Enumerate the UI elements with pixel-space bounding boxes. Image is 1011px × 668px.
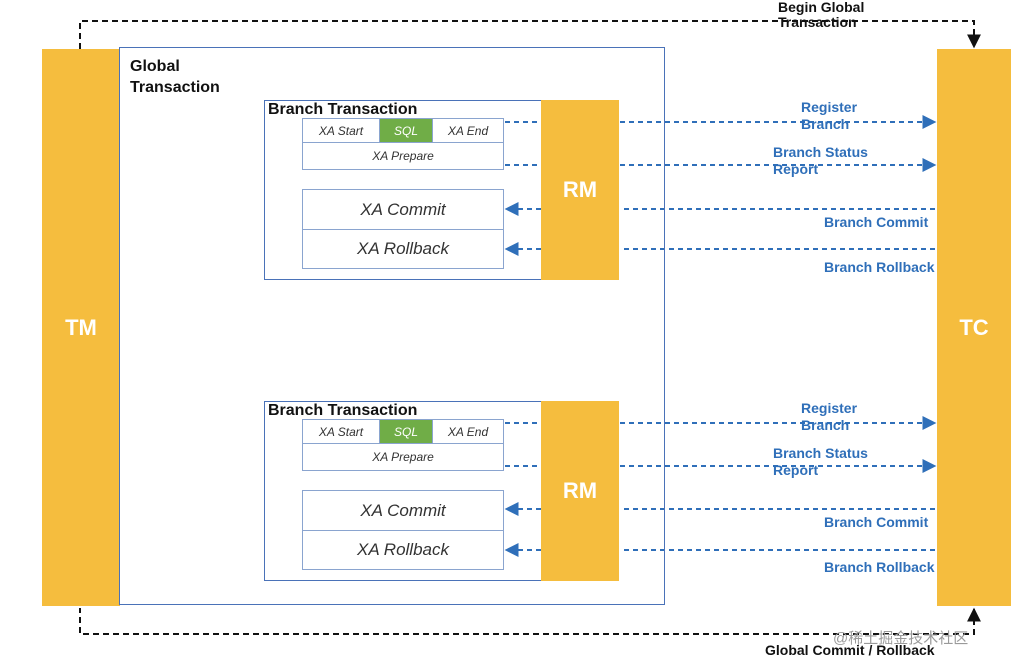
branch-transaction-title: Branch Transaction: [268, 402, 418, 419]
status-line2: Report: [773, 161, 819, 177]
tm-bar: TM: [42, 49, 120, 606]
xa-prepare-cell: XA Prepare: [302, 142, 504, 170]
register-line1: Register: [801, 400, 858, 416]
sql-cell: SQL: [379, 419, 433, 444]
rm-label: RM: [562, 177, 598, 202]
branch-commit-label: Branch Commit: [824, 214, 929, 230]
tc-label: TC: [959, 314, 989, 340]
branch-transaction-title: Branch Transaction: [268, 101, 418, 118]
rm-bar: RM: [541, 100, 619, 280]
xa-commit-cell: XA Commit: [302, 189, 504, 230]
xa-rollback-cell: XA Rollback: [302, 229, 504, 269]
global-label-line1: Global: [130, 58, 180, 75]
branch-rollback-label: Branch Rollback: [824, 259, 935, 275]
global-commit-label: Global Commit / Rollback: [765, 642, 935, 658]
branch-status-label: Branch Status Report: [773, 445, 868, 479]
xa-end-cell: XA End: [432, 118, 504, 143]
tm-label: TM: [65, 314, 97, 340]
xa-start-cell: XA Start: [302, 419, 380, 444]
branch-rollback-label: Branch Rollback: [824, 559, 935, 575]
begin-global-line: [79, 20, 981, 49]
xa-prepare-cell: XA Prepare: [302, 443, 504, 471]
global-transaction-label: Global Transaction: [130, 56, 220, 98]
watermark: @稀土掘金技术社区: [833, 630, 969, 647]
register-line2: Branch: [801, 417, 850, 433]
register-branch-label: Register Branch: [801, 99, 857, 133]
status-line2: Report: [773, 462, 819, 478]
register-line2: Branch: [801, 116, 850, 132]
register-branch-label: Register Branch: [801, 400, 857, 434]
sql-cell: SQL: [379, 118, 433, 143]
begin-line2: Transaction: [778, 14, 857, 30]
register-line1: Register: [801, 99, 858, 115]
begin-global-label: Begin Global Transaction: [778, 0, 864, 30]
status-line1: Branch Status: [773, 445, 868, 461]
global-commit-line: [79, 607, 981, 635]
xa-end-cell: XA End: [432, 419, 504, 444]
rm-label: RM: [562, 478, 598, 503]
xa-commit-cell: XA Commit: [302, 490, 504, 531]
begin-line1: Begin Global: [778, 0, 865, 15]
global-label-line2: Transaction: [130, 79, 220, 96]
tc-bar: TC: [937, 49, 1011, 606]
rm-bar: RM: [541, 401, 619, 581]
global-transaction-box: [119, 47, 665, 605]
status-line1: Branch Status: [773, 144, 868, 160]
branch-status-label: Branch Status Report: [773, 144, 868, 178]
xa-rollback-cell: XA Rollback: [302, 530, 504, 570]
xa-start-cell: XA Start: [302, 118, 380, 143]
branch-commit-label: Branch Commit: [824, 514, 929, 530]
